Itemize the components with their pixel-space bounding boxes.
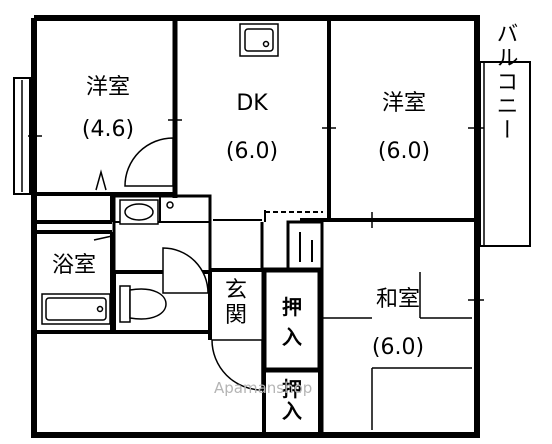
ticks <box>28 62 484 430</box>
room-western-right-name: 洋室 <box>382 91 426 116</box>
room-western-left-size: (4.6) <box>82 117 134 142</box>
closet-b-bottom: 入 <box>282 399 302 423</box>
labels: 洋室 (4.6) DK (6.0) 洋室 (6.0) 和室 (6.0) 浴室 玄… <box>52 22 518 423</box>
room-western-right-size: (6.0) <box>378 139 430 164</box>
room-western-left-name: 洋室 <box>86 75 130 100</box>
room-bath-name: 浴室 <box>52 253 96 278</box>
walls <box>13 15 531 438</box>
fixtures <box>41 23 279 325</box>
door-entrance <box>211 339 263 391</box>
room-dk-name: DK <box>236 91 268 116</box>
room-entrance-top: 玄 <box>225 278 247 303</box>
room-japanese-name: 和室 <box>376 287 420 312</box>
room-japanese-size: (6.0) <box>372 335 424 360</box>
room-dk-size: (6.0) <box>226 139 278 164</box>
doors <box>93 137 263 391</box>
room-entrance-bottom: 関 <box>225 303 247 328</box>
toilet-icon <box>119 285 167 323</box>
closet-b-frame <box>262 368 322 437</box>
closet-a-bottom: 入 <box>282 325 302 349</box>
balcony-label: バルコニー <box>493 22 518 142</box>
closet-b-top: 押 <box>282 377 302 401</box>
door-western <box>124 137 174 187</box>
closet-a-frame <box>261 267 323 373</box>
closet-a-top: 押 <box>282 295 302 319</box>
outer-wall <box>31 15 480 438</box>
balcony-frame <box>479 61 531 247</box>
door-washroom <box>162 247 209 294</box>
watermark: Apamanshop <box>214 379 312 397</box>
